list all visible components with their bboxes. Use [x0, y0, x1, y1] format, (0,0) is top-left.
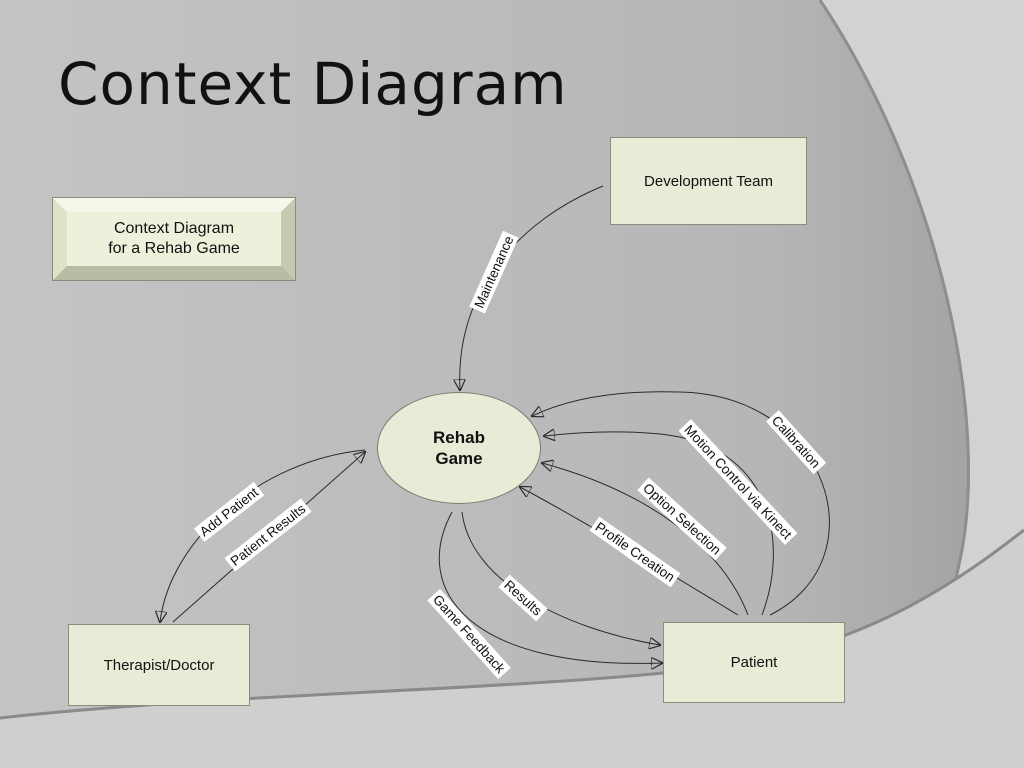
entity-patient: Patient [663, 622, 845, 703]
calibration-arrow [532, 391, 830, 616]
slide-title: Context Diagram [58, 50, 568, 118]
entity-development-team-label: Development Team [644, 172, 773, 190]
motion-control-arrow [544, 432, 774, 616]
entity-therapist-doctor-label: Therapist/Doctor [103, 656, 215, 674]
process-rehab-game: Rehab Game [377, 392, 541, 504]
entity-patient-label: Patient [730, 654, 778, 671]
caption-box-text: Context Diagram for a Rehab Game [108, 220, 240, 257]
caption-box: Context Diagram for a Rehab Game [52, 197, 296, 281]
entity-therapist-doctor: Therapist/Doctor [68, 624, 250, 706]
entity-development-team: Development Team [610, 137, 807, 225]
results-arrow [461, 511, 660, 645]
game-feedback-arrow [438, 511, 662, 663]
process-rehab-game-label: Rehab Game [433, 428, 485, 468]
